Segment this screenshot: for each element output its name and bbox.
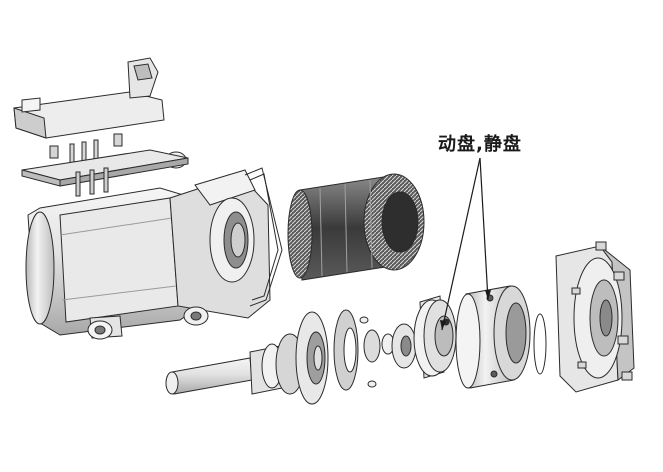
orbiting-scroll [413,295,457,379]
coupling-parts [359,316,417,388]
housing-gasket [244,167,283,307]
rotor-shaft [165,333,305,395]
fixed-scroll [455,285,531,389]
stator [287,173,425,281]
callout-label-scrolls: 动盘,静盘 [438,134,522,155]
callout-leaders [441,157,489,331]
end-cover [555,241,635,393]
leader-arrowheads [440,290,491,330]
seal-ring [333,309,359,391]
connector-pins [49,133,123,165]
bearing-flange [295,311,329,405]
motor-housing [25,151,271,340]
circuit-board [21,149,189,197]
end-gasket [533,313,547,375]
controller-cover [13,57,165,139]
